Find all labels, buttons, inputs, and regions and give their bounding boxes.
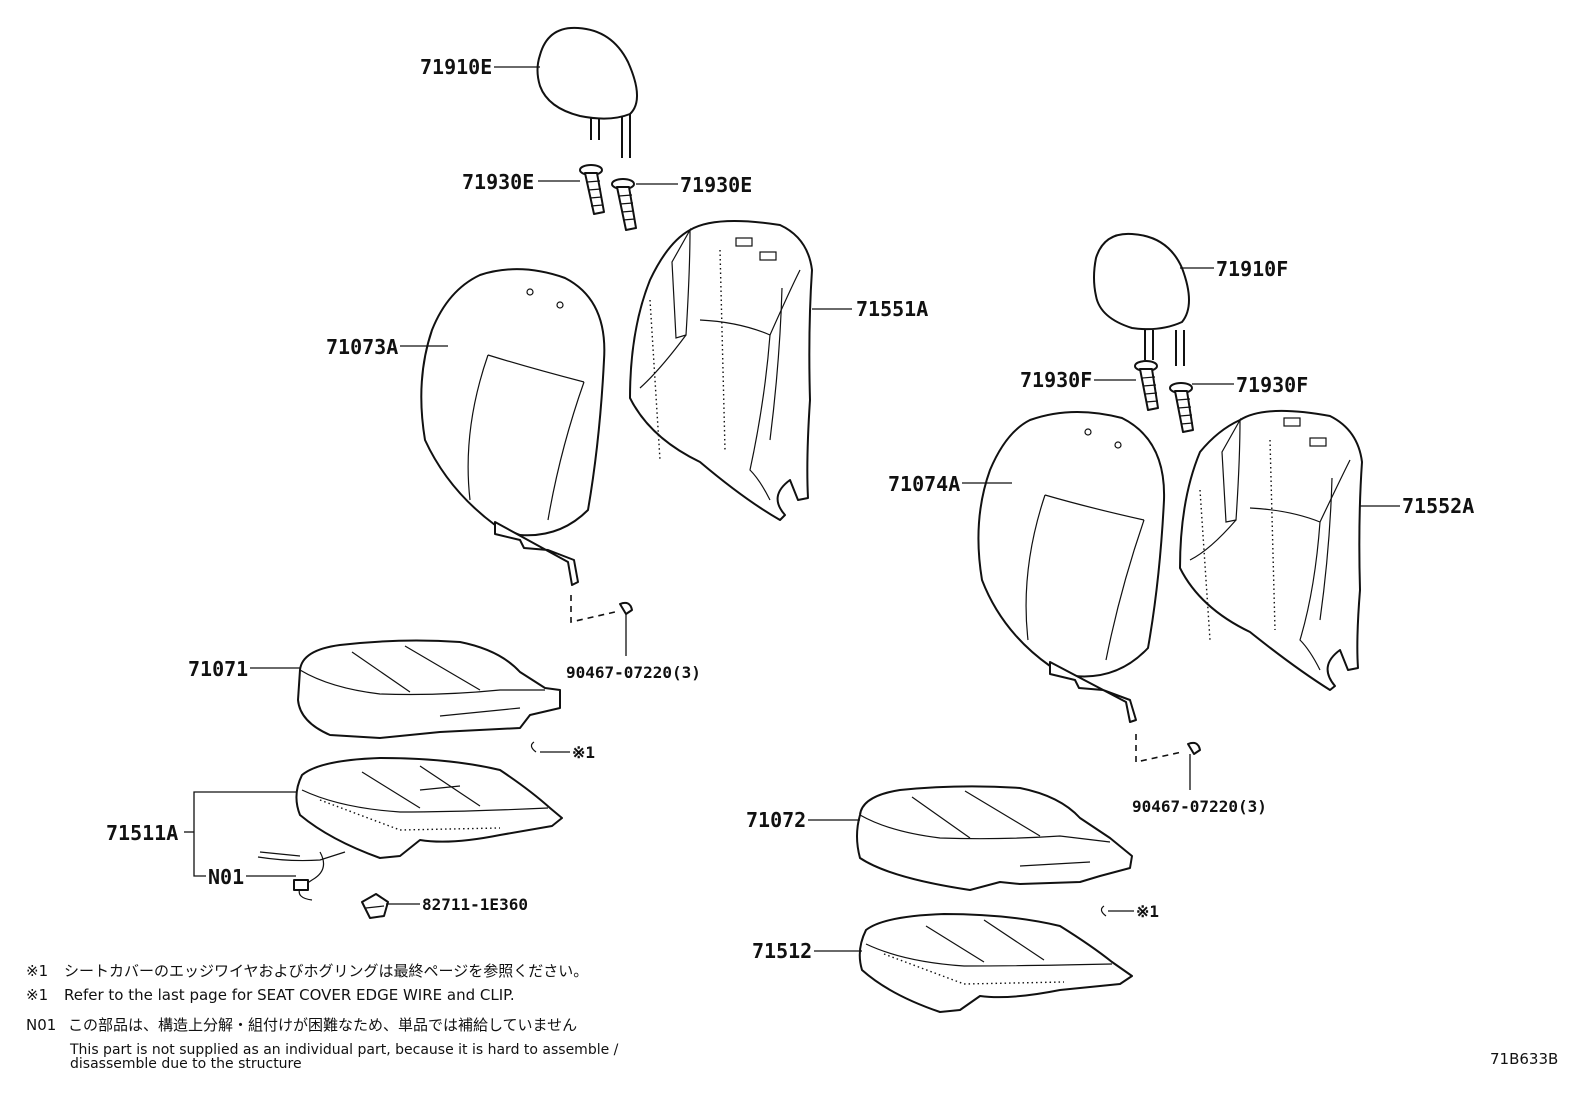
headrest-guide-71930f-right xyxy=(1169,382,1194,433)
ref-clip-right xyxy=(1100,905,1107,917)
headrest-71910e xyxy=(536,26,638,158)
note-2-english: Refer to the last page for SEAT COVER ED… xyxy=(64,986,515,1004)
label-ref-right: ※1 xyxy=(1136,902,1159,921)
label-71074a: 71074A xyxy=(888,472,960,496)
label-71072: 71072 xyxy=(746,808,806,832)
clip-90467-left xyxy=(570,595,633,624)
label-71930f-left: 71930F xyxy=(1020,368,1092,392)
seat-cushion-pad-71511a xyxy=(295,757,563,859)
label-71930e-right: 71930E xyxy=(680,173,752,197)
note-3-english-line2: disassemble due to the structure xyxy=(70,1056,302,1072)
seatback-cover-71074a xyxy=(977,411,1166,723)
seatback-cover-71073a xyxy=(420,268,606,586)
label-71511a: 71511A xyxy=(106,821,178,845)
seatback-pad-71552a xyxy=(1179,409,1363,691)
wire-harness-n01 xyxy=(257,851,346,901)
label-n01: N01 xyxy=(208,865,244,889)
seatback-pad-71551a xyxy=(629,220,813,521)
label-82711: 82711-1E360 xyxy=(422,895,528,914)
headrest-guide-71930e-left xyxy=(579,164,605,215)
clip-90467-right xyxy=(1135,734,1201,763)
note-3-english-line1: This part is not supplied as an individu… xyxy=(69,1042,619,1058)
connector-82711 xyxy=(361,893,389,919)
label-71910e: 71910E xyxy=(420,55,492,79)
leader-lines xyxy=(184,66,1400,952)
note-3-mark: N01 xyxy=(26,1016,56,1034)
headrest-guide-71930f-left xyxy=(1134,360,1159,411)
label-71071: 71071 xyxy=(188,657,248,681)
note-3-japanese: この部品は、構造上分解・組付けが困難なため、単品では補給していません xyxy=(68,1016,577,1034)
footnotes: ※1 シートカバーのエッジワイヤおよびホグリングは最終ページを参照ください。 ※… xyxy=(26,962,619,1072)
headrest-71910f xyxy=(1093,232,1190,366)
label-71552a: 71552A xyxy=(1402,494,1474,518)
label-ref-left: ※1 xyxy=(572,743,595,762)
label-71073a: 71073A xyxy=(326,335,398,359)
seat-cushion-pad-71512 xyxy=(858,913,1133,1013)
headrest-guide-71930e-right xyxy=(611,178,637,231)
label-71910f: 71910F xyxy=(1216,257,1288,281)
seat-cushion-cover-71071 xyxy=(297,639,561,739)
note-2-mark: ※1 xyxy=(26,986,48,1004)
label-71930f-right: 71930F xyxy=(1236,373,1308,397)
label-71512: 71512 xyxy=(752,939,812,963)
label-90467-right: 90467-07220(3) xyxy=(1132,797,1267,816)
seat-cushion-cover-71072 xyxy=(856,785,1133,891)
label-90467-left: 90467-07220(3) xyxy=(566,663,701,682)
label-71930e-left: 71930E xyxy=(462,170,534,194)
note-1-mark: ※1 xyxy=(26,962,48,980)
diagram-id: 71B633B xyxy=(1490,1050,1558,1068)
label-71551a: 71551A xyxy=(856,297,928,321)
note-1-japanese: シートカバーのエッジワイヤおよびホグリングは最終ページを参照ください。 xyxy=(64,962,588,980)
ref-clip-left xyxy=(530,741,537,753)
